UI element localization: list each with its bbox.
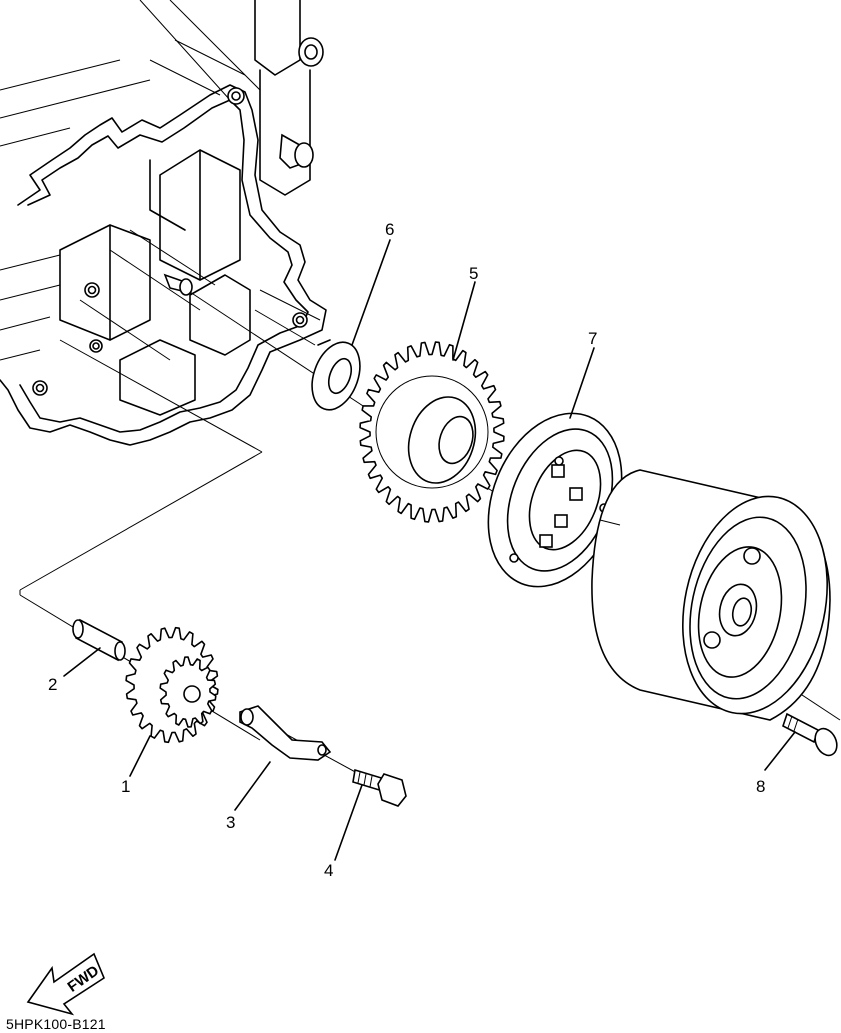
callout-2: 2 xyxy=(48,675,58,694)
part-4-bolt xyxy=(352,768,407,807)
callout-4: 4 xyxy=(324,861,334,880)
diagram-code: 5HPK100-B121 xyxy=(6,1016,106,1032)
fwd-arrow-icon: FWD xyxy=(26,952,105,1016)
callout-8: 8 xyxy=(756,777,766,796)
part-6-washer xyxy=(311,339,361,411)
part-2-pin xyxy=(72,618,126,662)
part-3-plate xyxy=(239,705,332,761)
crankcase-housing xyxy=(0,0,327,446)
callout-7: 7 xyxy=(588,329,598,348)
leader-lines xyxy=(63,239,796,861)
part-5-idle-gear xyxy=(359,341,505,523)
callout-5: 5 xyxy=(469,264,479,283)
part-7-starter-clutch xyxy=(487,412,623,588)
callout-1: 1 xyxy=(121,777,131,796)
callout-3: 3 xyxy=(226,813,236,832)
flywheel-rotor xyxy=(591,469,831,721)
part-8-bolt xyxy=(782,712,838,757)
callout-6: 6 xyxy=(385,220,395,239)
part-1-wheel-gear xyxy=(125,626,219,744)
